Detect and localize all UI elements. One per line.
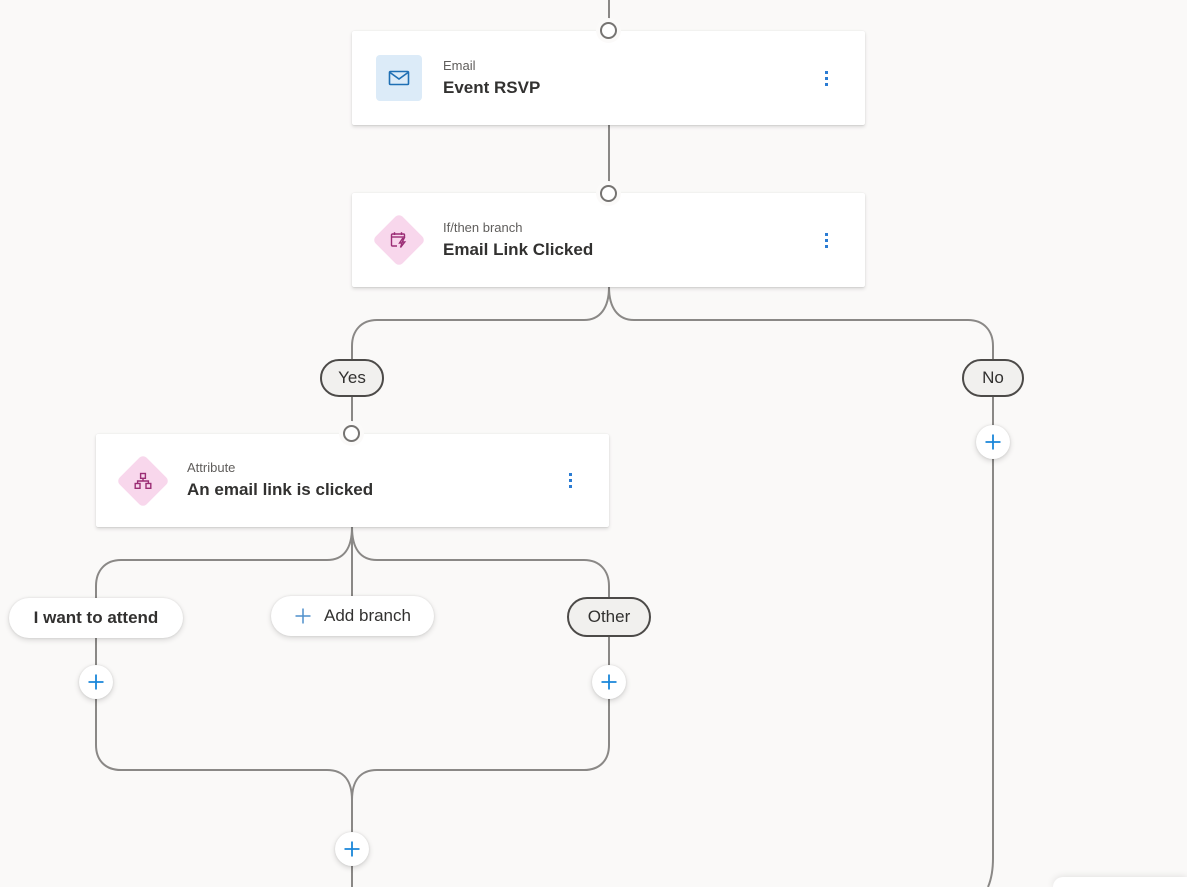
if-then-branch-icon xyxy=(372,213,426,267)
bottom-right-panel xyxy=(1053,877,1187,887)
node-attribute[interactable]: Attribute An email link is clicked xyxy=(96,434,609,527)
add-step-button-attend-branch[interactable] xyxy=(79,665,113,699)
node-type-label: Email xyxy=(443,57,476,73)
branch-pill-other[interactable]: Other xyxy=(567,597,651,637)
node-title: An email link is clicked xyxy=(187,480,374,499)
branch-pill-yes[interactable]: Yes xyxy=(320,359,384,397)
edge-other-merge xyxy=(351,637,610,801)
attribute-icon xyxy=(116,453,170,508)
more-options-icon[interactable] xyxy=(559,468,581,494)
add-branch-label: Add branch xyxy=(324,606,411,625)
node-email[interactable]: Email Event RSVP xyxy=(352,31,865,125)
node-type-label: If/then branch xyxy=(443,219,523,235)
edge-ifthen-yes xyxy=(351,286,610,359)
plus-icon xyxy=(601,674,617,690)
port-attribute-top[interactable] xyxy=(343,425,360,442)
edge-attribute-left xyxy=(95,526,353,598)
node-type-label: Attribute xyxy=(187,460,236,475)
plus-icon xyxy=(344,841,360,857)
add-step-button-no-branch[interactable] xyxy=(976,425,1010,459)
edge-attribute-right xyxy=(351,526,610,599)
edge-attend-merge xyxy=(95,638,353,801)
edge-ifthen-no xyxy=(608,286,994,359)
more-options-icon[interactable] xyxy=(815,65,837,91)
node-ifthen-branch[interactable]: If/then branch Email Link Clicked xyxy=(352,193,865,287)
add-step-button-other-branch[interactable] xyxy=(592,665,626,699)
plus-icon xyxy=(88,674,104,690)
plus-icon xyxy=(985,434,1001,450)
email-icon xyxy=(373,52,425,104)
node-title: Email Link Clicked xyxy=(443,239,594,259)
branch-pill-no[interactable]: No xyxy=(962,359,1024,397)
branch-pill-i-want-to-attend[interactable]: I want to attend xyxy=(9,598,183,638)
port-ifthen-top[interactable] xyxy=(600,185,617,202)
plus-icon xyxy=(294,607,312,625)
add-branch-button[interactable]: Add branch xyxy=(271,596,434,636)
edge-no-down xyxy=(987,397,994,887)
add-step-button-after-merge[interactable] xyxy=(335,832,369,866)
node-title: Event RSVP xyxy=(443,77,541,97)
port-email-top[interactable] xyxy=(600,22,617,39)
more-options-icon[interactable] xyxy=(815,227,837,253)
